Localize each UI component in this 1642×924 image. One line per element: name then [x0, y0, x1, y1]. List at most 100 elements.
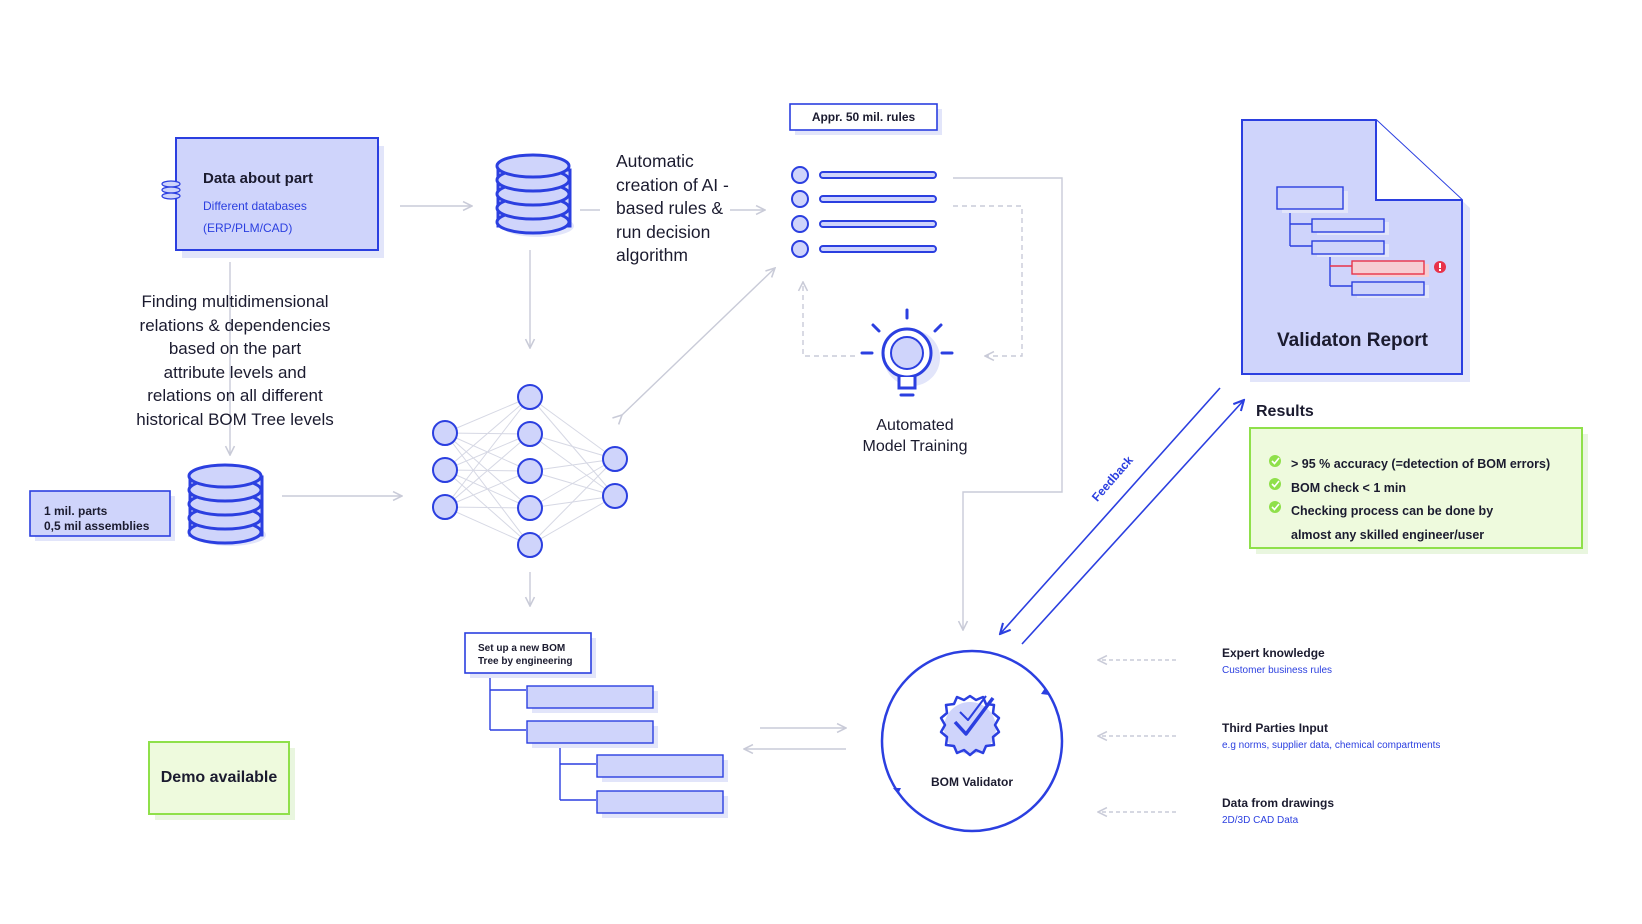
database-icon-top: [495, 153, 574, 237]
auto-line: run decision: [616, 221, 711, 242]
input-title: Expert knowledge: [1222, 646, 1325, 660]
nn-edge: [529, 495, 616, 546]
nn-edge: [444, 396, 531, 434]
input-sub: 2D/3D CAD Data: [1222, 815, 1299, 826]
result-item: almost any skilled engineer/user: [1291, 527, 1485, 542]
new-bom-line: Tree by engineering: [478, 656, 573, 667]
check-icon: [1269, 478, 1281, 490]
training-line: Model Training: [862, 438, 968, 455]
bom-validator: [880, 649, 1064, 833]
result-item: Checking process can be done by: [1291, 504, 1494, 518]
nn-node: [517, 384, 543, 410]
nn-node: [432, 494, 458, 520]
nn-edge: [444, 396, 531, 508]
input-drawings: Data from drawings 2D/3D CAD Data: [1222, 794, 1334, 830]
lightbulb-icon: [860, 308, 954, 397]
nn-edge: [529, 458, 616, 546]
finding-line: historical BOM Tree levels: [136, 409, 334, 429]
finding-line: attribute levels and: [163, 362, 307, 382]
finding-line: relations on all different: [147, 386, 323, 405]
data-part-box: [175, 137, 384, 258]
rule-bullet: [791, 166, 809, 184]
result-item: > 95 % accuracy (=detection of BOM error…: [1291, 457, 1551, 471]
data-part-sub1: Different databases: [203, 199, 307, 213]
nn-edge: [444, 506, 531, 509]
rule-bar: [819, 220, 937, 228]
arrow-validator-to-report: [1021, 400, 1244, 645]
nn-edge: [529, 433, 616, 460]
nn-edge: [444, 396, 531, 471]
nn-node: [517, 495, 543, 521]
arrow-report-to-validator: [1000, 387, 1221, 634]
input-sub: e.g norms, supplier data, chemical compa…: [1222, 740, 1441, 751]
nn-edge: [529, 396, 616, 460]
rule-bullet: [791, 215, 809, 233]
small-database-icon: [161, 180, 181, 200]
finding-line: relations & dependencies: [139, 315, 331, 335]
data-part-title: Data about part: [203, 170, 314, 187]
nn-edge: [444, 433, 531, 508]
rule-bullet: [791, 240, 809, 258]
arrow-rules-to-validator: [953, 177, 1063, 630]
nn-node: [517, 421, 543, 447]
parts-box: [29, 490, 175, 541]
rule-bar: [819, 195, 937, 203]
rule-bar: [819, 171, 937, 179]
input-sub: Customer business rules: [1222, 665, 1333, 676]
nn-node: [602, 446, 628, 472]
new-bom-label: Set up a new BOM Tree by engineering: [478, 642, 572, 668]
results-box: [1249, 427, 1588, 554]
finding-line: based on the part: [168, 339, 302, 358]
report-title: Validaton Report: [1277, 330, 1428, 351]
input-expert: Expert knowledge Customer business rules: [1222, 644, 1332, 680]
check-mark: [1271, 480, 1280, 488]
auto-creation-text: Automatic creation of AI - based rules &…: [616, 150, 729, 268]
check-icons: [1269, 455, 1281, 513]
nn-edge: [444, 506, 531, 546]
new-bom-tree: [464, 632, 728, 818]
parts-count: 1 mil. parts: [44, 504, 108, 518]
input-title: Third Parties Input: [1222, 721, 1329, 735]
nn-node: [432, 457, 458, 483]
rules-label: Appr. 50 mil. rules: [811, 110, 916, 124]
nn-edge: [529, 458, 616, 472]
database-icon-bottom: [187, 463, 266, 546]
results-title: Results: [1256, 403, 1314, 420]
nn-node: [602, 483, 628, 509]
nn-node: [517, 532, 543, 558]
rules-label-box: [789, 103, 942, 135]
nn-node: [517, 458, 543, 484]
dashed-rules-to-training: [953, 205, 1023, 356]
nn-edge: [529, 458, 616, 509]
nn-edge: [444, 470, 531, 508]
auto-line: Automatic: [616, 151, 694, 171]
auto-line: algorithm: [616, 245, 688, 265]
training-line: Automated: [876, 417, 954, 434]
data-part-sub2: (ERP/PLM/CAD): [203, 221, 293, 235]
nn-node: [432, 420, 458, 446]
demo-label: Demo available: [160, 769, 278, 786]
rule-bullet: [791, 190, 809, 208]
validator-label: BOM Validator: [930, 775, 1013, 789]
rule-bar: [819, 245, 937, 253]
neural-network: [432, 384, 628, 558]
check-icon: [1269, 501, 1281, 513]
result-item: BOM check < 1 min: [1291, 480, 1406, 495]
input-title: Data from drawings: [1222, 796, 1335, 810]
finding-line: Finding multidimensional: [141, 292, 329, 311]
results-list: > 95 % accuracy (=detection of BOM error…: [1291, 453, 1550, 547]
arrow-nn-rules: [622, 268, 775, 415]
validation-report-doc: [1241, 119, 1470, 382]
auto-line: creation of AI -: [616, 174, 729, 195]
auto-line: based rules &: [616, 198, 724, 218]
model-training-label: Automated Model Training: [840, 415, 990, 457]
new-bom-line: Set up a new BOM: [478, 643, 566, 654]
check-icon: [1269, 455, 1281, 467]
gear-check-icon: [939, 694, 1001, 757]
parts-box-text: 1 mil. parts 0,5 mil assemblies: [44, 504, 149, 534]
assemblies-count: 0,5 mil assemblies: [44, 519, 150, 533]
check-mark: [1271, 503, 1280, 511]
check-mark: [1271, 457, 1280, 465]
input-third-party: Third Parties Input e.g norms, supplier …: [1222, 719, 1440, 755]
